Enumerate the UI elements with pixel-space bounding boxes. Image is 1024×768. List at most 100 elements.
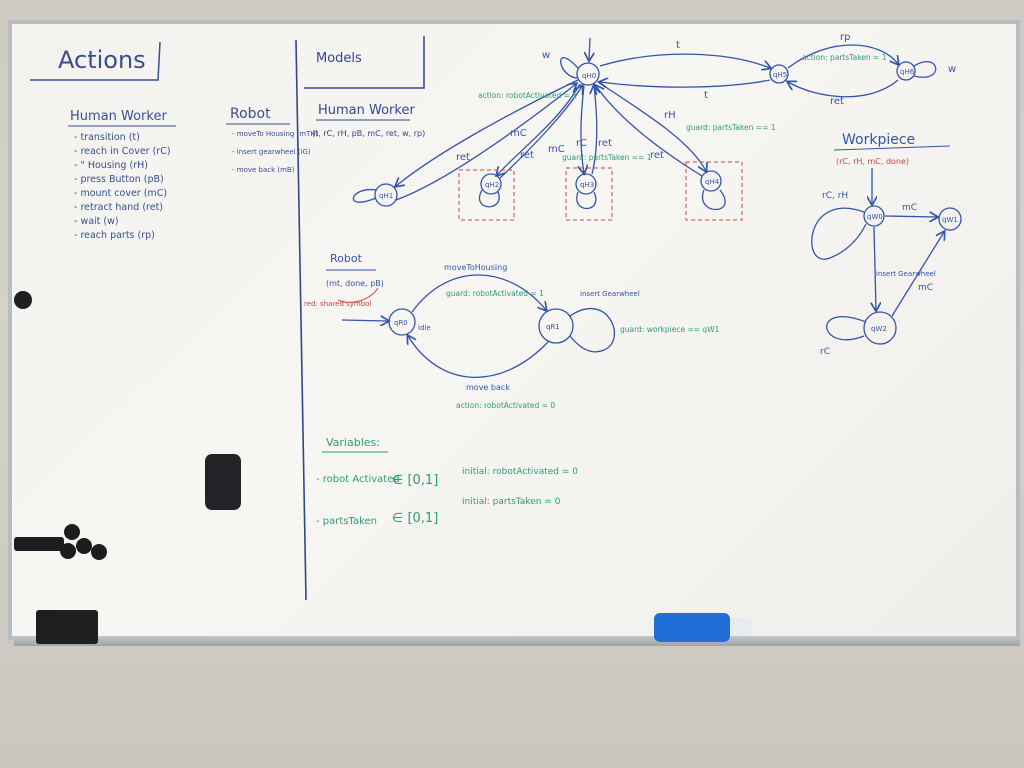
self-loop-w-qH4 <box>701 189 726 210</box>
models-title-box <box>304 36 425 89</box>
self-loop-w-qH3 <box>576 191 597 210</box>
self-loop-w-qH1 <box>352 188 377 203</box>
wp-edge-rC: rC <box>820 347 830 357</box>
dashed-box-qH2 <box>458 169 515 221</box>
label-qR1: qR1 <box>546 323 560 331</box>
robot-idle-label: idle <box>418 324 431 332</box>
edge-mC-qH2 <box>499 86 582 179</box>
dashed-box-qH4 <box>685 161 743 221</box>
edge-mC-qW0 <box>884 216 937 217</box>
models-title: Models <box>316 51 362 66</box>
state-qH4 <box>700 170 722 192</box>
hw-action-item: - wait (w) <box>74 216 119 227</box>
self-loop-rC-rH <box>811 207 867 260</box>
actions-title-box <box>30 41 161 81</box>
workpiece-title: Workpiece <box>842 132 915 148</box>
initial-arrow <box>589 37 590 60</box>
robot-guard-right: guard: workpiece == qW1 <box>620 325 720 334</box>
whiteboard <box>8 20 1020 640</box>
edge-label-rC: rC <box>576 138 587 149</box>
magnet-strip <box>14 537 64 551</box>
edge-rH-qH4 <box>597 81 706 171</box>
green-note-guard-qH4: guard: partsTaken == 1 <box>686 123 776 132</box>
edge-label-mC-qH1: mC <box>510 128 527 139</box>
label-qW2: qW2 <box>871 325 887 333</box>
workpiece-alphabet: (rC, rH, mC, done) <box>836 157 909 166</box>
var-robot-activated-domain: ∈ [0,1] <box>392 473 438 488</box>
magnet <box>64 524 80 540</box>
board-eraser[interactable] <box>205 454 241 510</box>
robot-action-bottom: action: robotActivated = 0 <box>456 401 555 410</box>
robot-guard-top: guard: robotActivated = 1 <box>446 289 544 298</box>
edge-label-ret-qH4: ret <box>650 150 664 161</box>
magnet-cluster <box>14 524 107 560</box>
hw-action-item: - press Button (pB) <box>74 174 164 185</box>
edge-insert-gearwheel <box>874 226 876 310</box>
edge-label-mC-qH2: mC <box>548 144 565 155</box>
edge-rC-qH3 <box>581 85 584 173</box>
workpiece-underline <box>833 145 951 151</box>
label-qH0: qH0 <box>582 72 596 80</box>
hw-action-item: - mount cover (mC) <box>74 188 167 199</box>
hw-action-item: - reach in Cover (rC) <box>74 146 171 157</box>
robot-action-item: - move back (mB) <box>232 166 295 174</box>
state-qH2 <box>480 173 502 195</box>
hw-model-alphabet: (t, rC, rH, pB, mC, ret, w, rp) <box>312 129 425 138</box>
edge-ret-qH3 <box>592 86 597 175</box>
edge-label-ret-qH1: ret <box>456 152 470 163</box>
edge-rp <box>787 44 898 69</box>
robot-action-item: - moveTo Housing (mTH) <box>232 130 319 138</box>
label-qH2: qH2 <box>485 181 499 189</box>
variables-title: Variables: <box>326 436 380 449</box>
edge-ret-qH1 <box>396 79 579 186</box>
var-parts-taken-domain: ∈ [0,1] <box>392 511 438 526</box>
robot-red-note: red: shared symbol <box>304 300 371 308</box>
state-qH1 <box>374 183 398 207</box>
wp-edge-mC-diag: mC <box>918 283 933 293</box>
var-robot-activated-init: initial: robotActivated = 0 <box>462 467 578 477</box>
state-qW0 <box>863 205 885 227</box>
robot-edge-bottom: move back <box>466 383 510 392</box>
label-qW1: qW1 <box>942 216 958 224</box>
magnet <box>60 543 76 559</box>
actions-title: Actions <box>58 46 146 74</box>
marker-blue-body[interactable] <box>654 613 730 642</box>
edge-label-t-top: t <box>676 40 680 51</box>
vertical-divider <box>295 39 307 601</box>
green-note-parts-taken: action: partsTaken = 1 <box>802 53 887 62</box>
robot-model-title: Robot <box>330 252 363 265</box>
state-qR0 <box>388 308 416 336</box>
label-qW0: qW0 <box>867 213 883 221</box>
robot-self-loop-label: insert Gearwheel <box>580 290 640 298</box>
edge-label-t-bottom: t <box>704 90 708 101</box>
label-qH1: qH1 <box>379 192 393 200</box>
label-qH4: qH4 <box>705 178 720 186</box>
robot-edge-top: moveToHousing <box>444 263 507 272</box>
tray-eraser[interactable] <box>36 610 98 644</box>
hw-automaton <box>352 37 937 210</box>
self-loop-insert-gearwheel <box>569 308 615 353</box>
edge-label-ret-qH6: ret <box>830 96 844 107</box>
hw-action-item: - " Housing (rH) <box>74 160 148 171</box>
robot-automaton <box>341 274 615 378</box>
edge-mC-qW2 <box>891 232 944 317</box>
edge-moveToHousing <box>411 274 546 313</box>
board-magnet <box>14 291 32 309</box>
edge-label-ret-qH3: ret <box>598 138 612 149</box>
hw-action-item: - transition (t) <box>74 132 140 143</box>
hw-dashed-boxes <box>458 161 743 221</box>
robot-list-title: Robot <box>230 106 271 122</box>
var-robot-activated-name: - robot Activated <box>316 474 400 485</box>
edge-label-w-qH0: w <box>542 50 550 61</box>
hw-model-title: Human Worker <box>318 103 415 118</box>
edge-label-rp: rp <box>840 32 850 43</box>
edge-t-top <box>599 53 770 68</box>
red-note-arrow <box>337 287 379 303</box>
human-worker-list-title: Human Worker <box>70 109 167 124</box>
wp-edge-mC-top: mC <box>902 203 917 213</box>
dashed-box-qH3 <box>565 167 613 221</box>
edge-mC-qH1 <box>395 84 576 201</box>
wp-edge-rC-rH: rC, rH <box>822 191 848 201</box>
edge-ret-qH2 <box>497 83 581 175</box>
